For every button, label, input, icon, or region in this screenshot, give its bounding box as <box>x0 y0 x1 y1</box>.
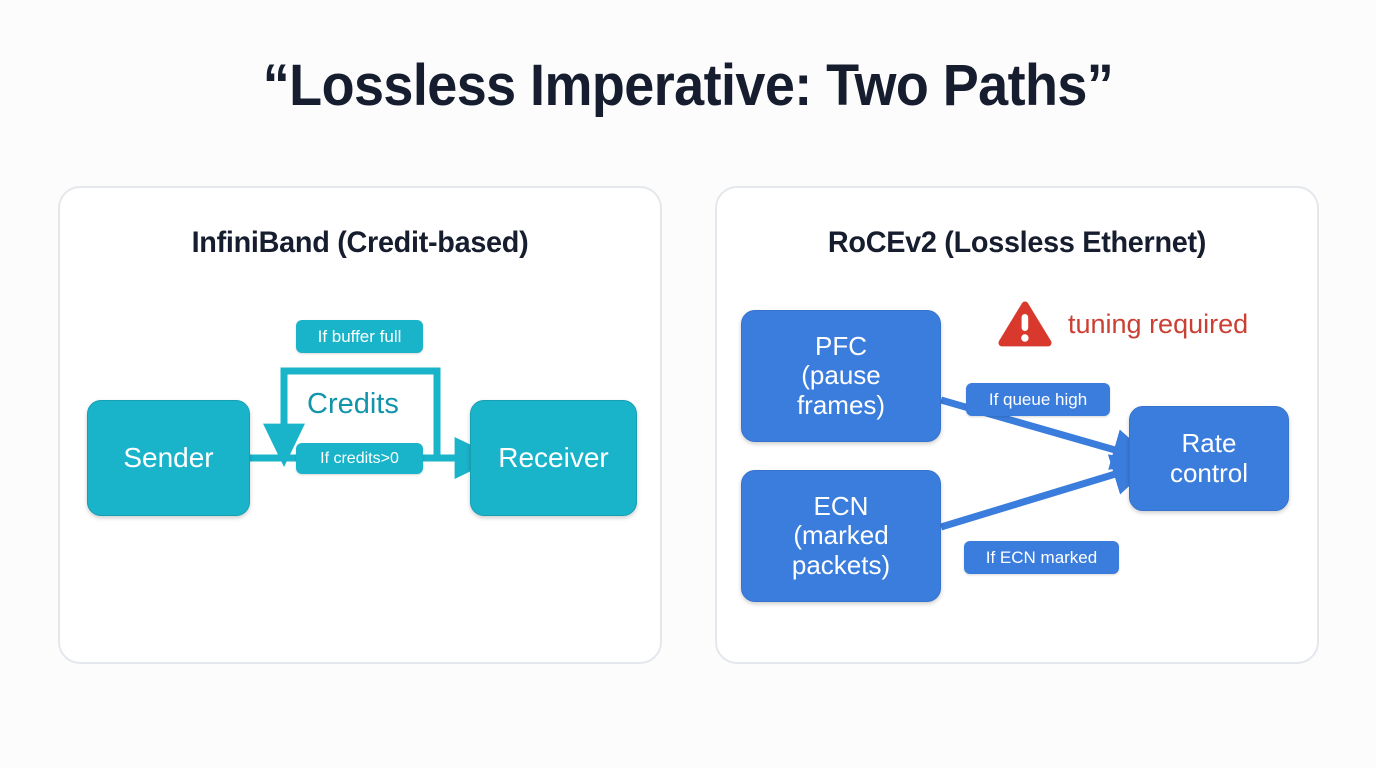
warning-triangle-icon <box>998 301 1052 347</box>
panel-title-rocev2: RoCEv2 (Lossless Ethernet) <box>827 226 1207 259</box>
edge-label-if-queue-high-text: If queue high <box>988 389 1088 409</box>
node-rate-control-label-line-1: Rate <box>1181 428 1237 459</box>
node-ecn-label-line-2: (marked <box>793 520 889 551</box>
node-ecn-label-line-1: ECN <box>813 491 869 522</box>
node-sender-label: Sender <box>123 442 214 474</box>
panel-title-infiniband: InfiniBand (Credit-based) <box>191 226 529 259</box>
node-ecn[interactable]: ECN (marked packets) <box>741 470 941 602</box>
edge-label-if-ecn-marked-text: If ECN marked <box>985 547 1098 567</box>
edge-label-if-buffer-full: If buffer full <box>296 320 423 353</box>
node-ecn-label-line-3: packets) <box>791 549 891 580</box>
page-title: “Lossless Imperative: Two Paths” <box>262 53 1114 118</box>
edge-label-if-buffer-full-text: If buffer full <box>317 326 402 346</box>
node-rate-control-label-line-2: control <box>1169 457 1249 488</box>
node-pfc-label-line-1: PFC <box>815 331 867 362</box>
node-receiver[interactable]: Receiver <box>470 400 637 516</box>
edge-label-if-credits-gt-zero: If credits>0 <box>296 443 423 474</box>
node-sender[interactable]: Sender <box>87 400 250 516</box>
edge-text-credits-label: Credits <box>307 388 399 420</box>
warning-group: tuning required <box>996 299 1248 349</box>
node-pfc[interactable]: PFC (pause frames) <box>741 310 941 442</box>
edge-label-if-queue-high: If queue high <box>966 383 1110 416</box>
warning-label: tuning required <box>1068 308 1249 339</box>
edge-label-if-credits-gt-zero-text: If credits>0 <box>320 449 399 467</box>
node-pfc-label-line-2: (pause <box>801 360 881 391</box>
edge-label-if-ecn-marked: If ECN marked <box>964 541 1119 574</box>
node-rate-control[interactable]: Rate control <box>1129 406 1289 511</box>
node-receiver-label: Receiver <box>498 442 609 474</box>
node-pfc-label-line-3: frames) <box>796 389 886 420</box>
edge-text-credits: Credits <box>307 388 399 421</box>
